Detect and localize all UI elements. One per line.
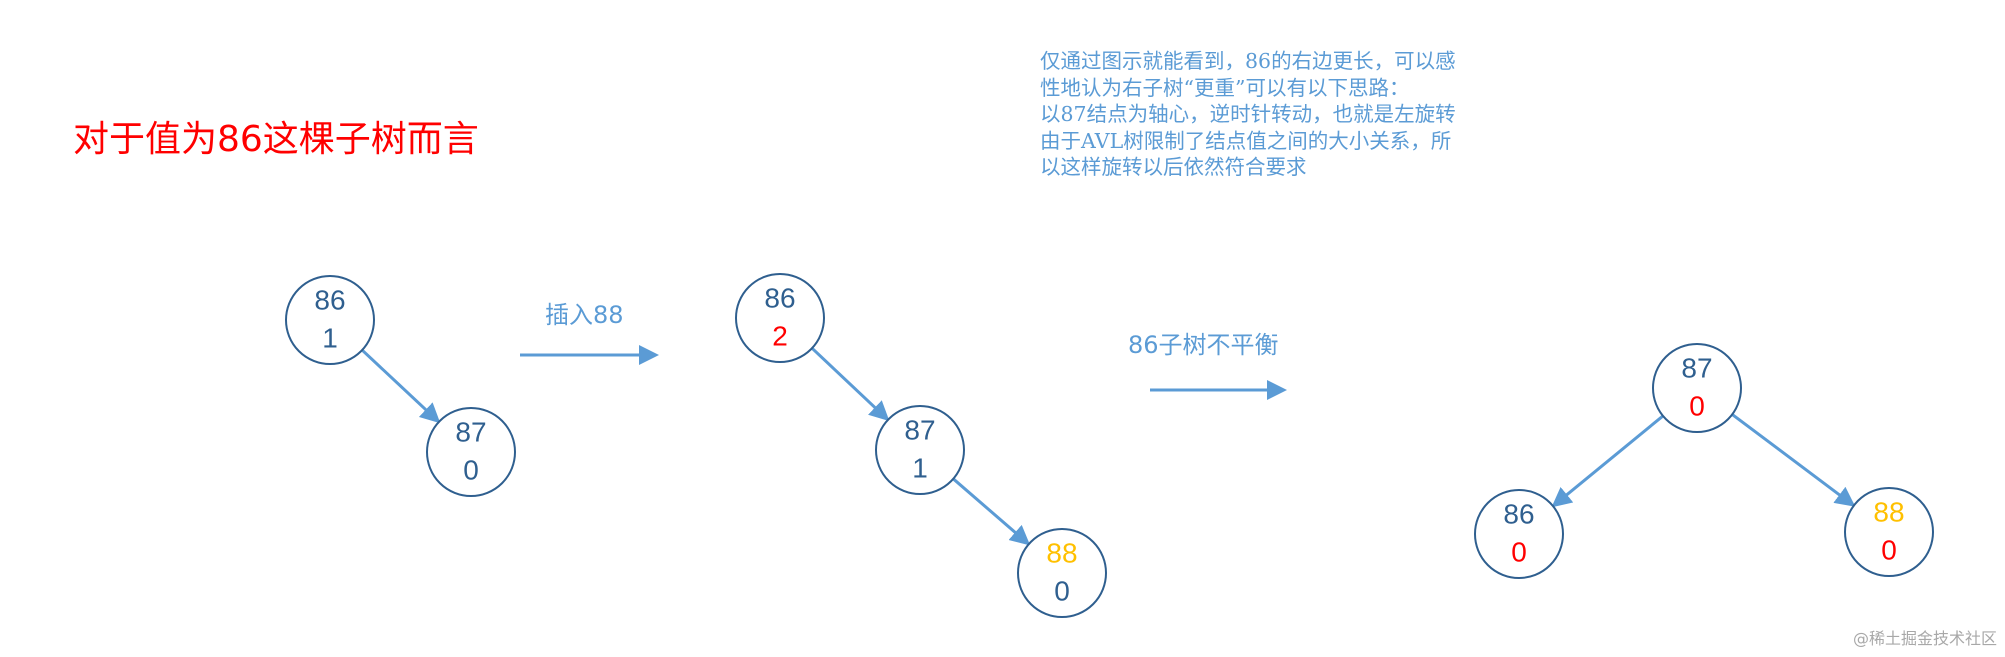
tree-node: 880 [1844, 487, 1934, 577]
node-circle [1474, 489, 1564, 579]
note-line: 仅通过图示就能看到，86的右边更长，可以感 [1040, 49, 1456, 73]
watermark: @稀土掘金技术社区 [1852, 629, 1997, 648]
node-balance-factor: 0 [463, 454, 479, 485]
node-circle [426, 407, 516, 497]
node-key: 87 [1681, 352, 1712, 383]
node-balance-factor: 1 [912, 452, 928, 483]
tree-node: 860 [1474, 489, 1564, 579]
tree-node: 862 [735, 273, 825, 363]
node-balance-factor: 0 [1881, 534, 1897, 565]
tree-node: 870 [426, 407, 516, 497]
tree-node: 861 [285, 275, 375, 365]
node-circle [875, 405, 965, 495]
node-balance-factor: 1 [322, 322, 338, 353]
note-line: 以这样旋转以后依然符合要求 [1040, 155, 1307, 179]
node-key: 88 [1873, 496, 1904, 527]
tree-node: 870 [1652, 343, 1742, 433]
node-key: 86 [1503, 498, 1534, 529]
tree-node: 880 [1017, 528, 1107, 618]
flow-arrows [520, 345, 1287, 400]
node-circle [1017, 528, 1107, 618]
edges-layer [361, 347, 1856, 546]
node-circle [1844, 487, 1934, 577]
node-key: 87 [904, 414, 935, 445]
node-balance-factor: 0 [1689, 390, 1705, 421]
node-balance-factor: 0 [1054, 575, 1070, 606]
node-circle [285, 275, 375, 365]
node-key: 86 [314, 284, 345, 315]
unbalanced-step-label: 86子树不平衡 [1128, 331, 1279, 359]
page-title: 对于值为86这棵子树而言 [73, 119, 479, 160]
node-circle [735, 273, 825, 363]
node-key: 86 [764, 282, 795, 313]
node-key: 87 [455, 416, 486, 447]
note-line: 性地认为右子树“更重”可以有以下思路： [1040, 75, 1410, 100]
insert-step-label: 插入88 [545, 301, 624, 329]
explanation-note: 仅通过图示就能看到，86的右边更长，可以感 性地认为右子树“更重”可以有以下思路… [1040, 48, 1560, 181]
tree-edge [361, 348, 441, 424]
node-balance-factor: 0 [1511, 536, 1527, 567]
tree-edge [952, 477, 1031, 546]
note-line: 由于AVL树限制了结点值之间的大小关系，所 [1040, 128, 1452, 153]
node-key: 88 [1046, 537, 1077, 568]
tree-edge [1731, 413, 1856, 507]
tree-edge [810, 347, 890, 422]
note-line: 以87结点为轴心，逆时针转动，也就是左旋转 [1040, 102, 1456, 126]
tree-node: 871 [875, 405, 965, 495]
node-balance-factor: 2 [772, 320, 788, 351]
tree-edge [1551, 414, 1664, 508]
node-circle [1652, 343, 1742, 433]
